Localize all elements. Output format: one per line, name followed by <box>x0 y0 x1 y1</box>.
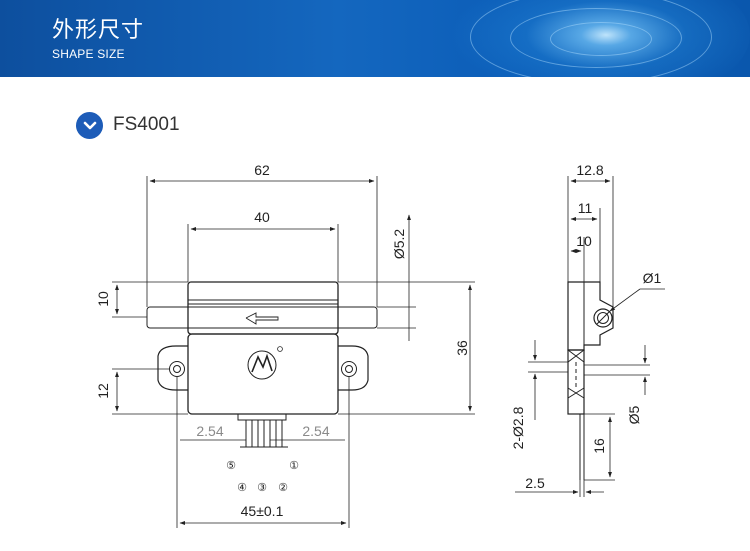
side-dimension-lines <box>515 176 665 497</box>
brand-logo-icon <box>247 350 277 380</box>
port-tube <box>146 306 378 329</box>
page-title: 外形尺寸 <box>52 18 145 43</box>
dim-mount-height: 12 <box>95 383 111 399</box>
dim-pin-pitch-left: 2.54 <box>196 423 223 439</box>
dim-overall-height: 36 <box>454 340 470 356</box>
pin-label: ③ <box>257 482 267 494</box>
flow-arrow-icon <box>245 312 279 325</box>
front-dimension-lines <box>112 176 475 528</box>
dim-pin-offset: 2.5 <box>525 475 545 491</box>
dim-side-port-diameter: Ø5 <box>626 405 642 424</box>
main-body <box>187 333 339 415</box>
dim-port-diameter: Ø5.2 <box>391 229 407 260</box>
dim-pin-pitch-right: 2.54 <box>302 423 329 439</box>
side-view <box>567 281 614 480</box>
header-banner: 外形尺寸 SHAPE SIZE <box>0 0 750 77</box>
page-subtitle: SHAPE SIZE <box>52 47 125 61</box>
dim-overall-width: 62 <box>254 162 270 178</box>
pin-label: ④ <box>237 482 247 494</box>
pin-label: ② <box>278 482 288 494</box>
dim-hole-diameter: Ø1 <box>643 270 662 286</box>
dim-side-overall-depth: 12.8 <box>576 162 603 178</box>
model-badge[interactable] <box>76 112 103 139</box>
dim-mount-holes: 2-Ø2.8 <box>510 406 526 449</box>
dim-pin-length: 16 <box>591 438 607 454</box>
manifold <box>187 281 339 335</box>
dim-mount-span: 45±0.1 <box>241 503 284 519</box>
dim-side-depth-10: 10 <box>576 233 592 249</box>
pin-label: ⑤ <box>226 460 236 472</box>
pin-label: ① <box>289 460 299 472</box>
banner-ring <box>550 22 652 56</box>
chevron-down-icon <box>83 121 96 129</box>
mounting-flange <box>157 345 369 391</box>
dim-port-height: 10 <box>95 291 111 307</box>
banner-ring <box>510 8 682 68</box>
model-name: FS4001 <box>113 114 180 135</box>
front-view <box>146 281 378 448</box>
banner-ring <box>470 0 712 77</box>
dim-body-width: 40 <box>254 209 270 225</box>
dim-side-depth-11: 11 <box>578 200 593 216</box>
